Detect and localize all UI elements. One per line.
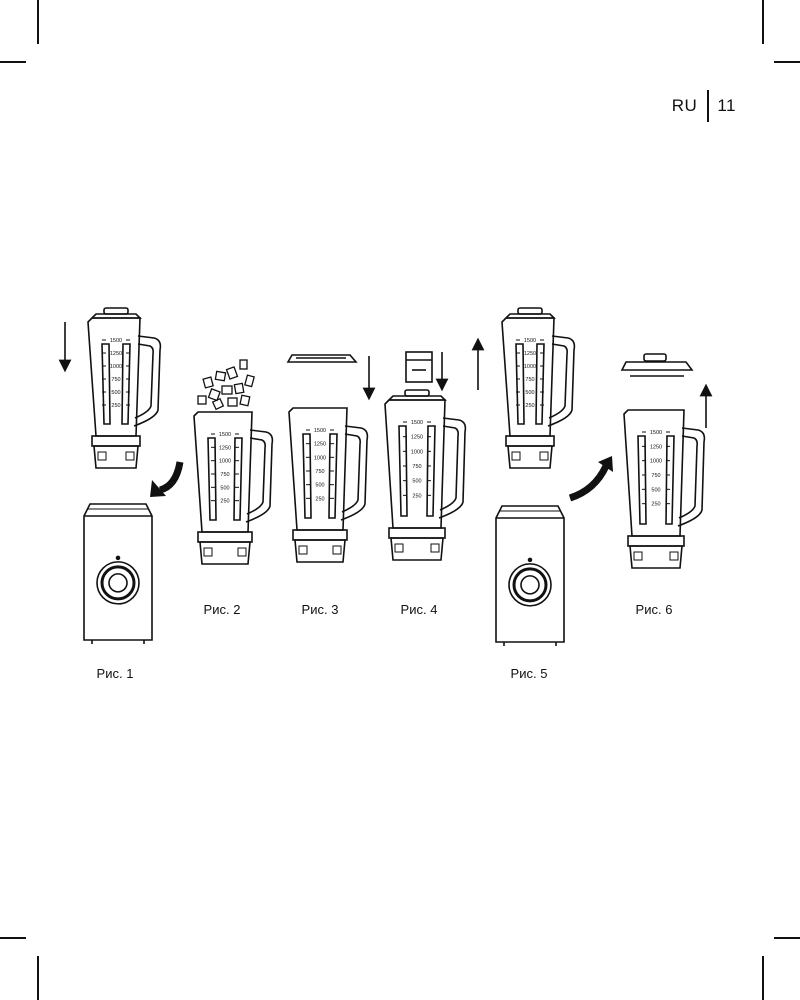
figure-caption-1: Рис. 1 <box>96 666 134 681</box>
jar-scale-label: 1500 <box>110 338 122 344</box>
figure-caption-3: Рис. 3 <box>301 602 339 617</box>
jar-scale-label: 250 <box>315 496 324 502</box>
jar-scale-label: 500 <box>220 485 229 491</box>
curved-arrow-icon <box>158 461 184 494</box>
jar-scale-label: 1250 <box>524 351 536 357</box>
jar-scale-label: 1250 <box>650 444 662 450</box>
blender-motor-base <box>83 503 153 644</box>
figure-caption-2: Рис. 2 <box>203 602 241 617</box>
jar-scale-label: 1000 <box>314 455 326 461</box>
crop-mark-top-right-h <box>774 61 800 63</box>
blender-jar <box>87 307 162 469</box>
crop-mark-bottom-right-h <box>774 937 800 939</box>
jar-scale-label: 250 <box>412 493 421 499</box>
blender-motor-base <box>495 505 565 646</box>
curved-arrow-head <box>150 480 166 497</box>
jar-scale-label: 750 <box>111 377 120 383</box>
curved-arrow-head <box>598 456 613 472</box>
jar-scale-label: 250 <box>111 403 120 409</box>
jar-scale-label: 750 <box>220 472 229 478</box>
jar-scale-label: 1500 <box>411 420 423 426</box>
jar-scale-label: 1000 <box>219 459 231 465</box>
jar-scale-label: 750 <box>412 464 421 470</box>
jar-scale-label: 750 <box>525 377 534 383</box>
jar-scale-label: 1000 <box>524 364 536 370</box>
jar-lid <box>620 361 694 371</box>
jar-scale-label: 1250 <box>219 445 231 451</box>
page-header: RU 11 <box>672 90 736 122</box>
control-dial-icon <box>508 563 552 607</box>
blender-jar <box>193 411 274 565</box>
jar-scale-label: 750 <box>651 473 660 479</box>
jar-scale-label: 1500 <box>314 428 326 434</box>
jar-scale-label: 1250 <box>411 435 423 441</box>
jar-scale-label: 500 <box>412 479 421 485</box>
jar-scale-label: 1000 <box>650 459 662 465</box>
crop-mark-top-left-v <box>37 0 39 44</box>
blender-jar <box>384 389 467 561</box>
blender-jar <box>501 307 576 469</box>
jar-lid <box>286 354 358 363</box>
measuring-cap <box>405 351 433 383</box>
jar-scale-label: 1000 <box>411 449 423 455</box>
jar-scale-label: 1500 <box>219 432 231 438</box>
figure-caption-4: Рис. 4 <box>400 602 438 617</box>
crop-mark-bottom-right-v <box>762 956 764 1000</box>
crop-mark-bottom-left-v <box>37 956 39 1000</box>
jar-scale-label: 1500 <box>524 338 536 344</box>
jar-scale-label: 500 <box>315 483 324 489</box>
jar-scale-label: 250 <box>651 502 660 508</box>
jar-scale-label: 500 <box>111 390 120 396</box>
crop-mark-bottom-left-h <box>0 937 26 939</box>
jar-scale-label: 1000 <box>110 364 122 370</box>
ingredients <box>197 359 255 411</box>
jar-scale-label: 750 <box>315 469 324 475</box>
jar-scale-label: 250 <box>220 499 229 505</box>
control-dial-icon <box>96 561 140 605</box>
language-code: RU <box>671 96 698 115</box>
figure-caption-6: Рис. 6 <box>635 602 673 617</box>
crop-mark-top-right-v <box>762 0 764 44</box>
curved-arrow-icon <box>568 464 610 502</box>
figure-caption-5: Рис. 5 <box>510 666 548 681</box>
crop-mark-top-left-h <box>0 61 26 63</box>
jar-scale-label: 1250 <box>110 351 122 357</box>
jar-scale-label: 1250 <box>314 442 326 448</box>
blender-jar <box>288 407 369 563</box>
jar-scale-label: 500 <box>525 390 534 396</box>
jar-scale-label: 500 <box>651 487 660 493</box>
page-number: 11 <box>717 96 736 115</box>
jar-scale-label: 250 <box>525 403 534 409</box>
jar-scale-label: 1500 <box>650 430 662 436</box>
blender-jar <box>623 409 706 569</box>
header-divider <box>707 90 710 122</box>
